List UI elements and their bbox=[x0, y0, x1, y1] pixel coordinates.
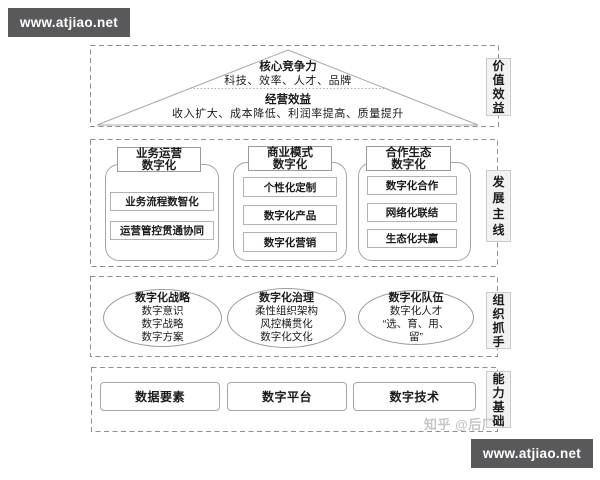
ellipse-line: 柔性组织架构 bbox=[255, 305, 318, 317]
ellipse-title: 数字化队伍 bbox=[388, 291, 444, 304]
column-header-line2: 数字化 bbox=[391, 158, 426, 171]
ellipse-line: 数字方案 bbox=[141, 331, 184, 343]
ellipse-title: 数字化战略 bbox=[135, 292, 190, 304]
ellipse-digital-governance: 数字化治理 柔性组织架构 风控横贯化 数字化文化 bbox=[227, 288, 346, 348]
pyramid-bottom-title: 经营效益 bbox=[265, 94, 311, 106]
zhihu-watermark: 知乎 @后厂 bbox=[424, 417, 496, 432]
ellipse-digital-team: 数字化队伍 数字化人才 “选、育、用、 留” bbox=[358, 290, 474, 345]
column-item: 数字化合作 bbox=[367, 176, 457, 195]
column-business-model-header: 商业模式 数字化 bbox=[248, 146, 332, 171]
column-item: 数字化产品 bbox=[243, 205, 337, 225]
pyramid-top-subtitle: 科技、效率、人才、品牌 bbox=[224, 75, 352, 87]
column-item: 运营管控贯通协同 bbox=[110, 221, 214, 240]
ellipse-line: 数字化文化 bbox=[260, 331, 313, 343]
column-business-operation-container bbox=[105, 164, 219, 261]
capability-box-digital-technology: 数字技术 bbox=[353, 382, 476, 411]
column-header-line1: 业务运营 bbox=[136, 147, 182, 160]
pyramid-outline bbox=[96, 49, 479, 126]
ellipse-digital-strategy: 数字化战略 数字意识 数字战略 数字方案 bbox=[103, 289, 222, 347]
ellipse-line: 数字意识 bbox=[141, 305, 184, 317]
pyramid-top-title: 核心竞争力 bbox=[259, 61, 317, 73]
ellipse-title: 数字化治理 bbox=[259, 292, 314, 304]
ellipse-line: 留” bbox=[409, 330, 423, 343]
capability-box-data-elements: 数据要素 bbox=[100, 382, 220, 411]
column-business-operation-header: 业务运营 数字化 bbox=[117, 147, 201, 172]
column-item: 个性化定制 bbox=[243, 177, 337, 197]
ellipse-line: 数字化人才 bbox=[389, 304, 443, 317]
site-badge-bottom-right: www.atjiao.net bbox=[471, 439, 593, 468]
pyramid-bottom-subtitle: 收入扩大、成本降低、利润率提高、质量提升 bbox=[172, 108, 404, 120]
column-header-line2: 数字化 bbox=[141, 159, 177, 172]
column-header-line1: 商业模式 bbox=[267, 146, 313, 159]
capability-box-digital-platform: 数字平台 bbox=[227, 382, 347, 411]
column-header-line2: 数字化 bbox=[272, 158, 308, 171]
column-item: 业务流程数智化 bbox=[110, 192, 214, 211]
ellipse-line: “选、育、用、 bbox=[382, 317, 450, 330]
side-label-organization: 组织抓手 bbox=[486, 292, 511, 349]
ellipse-line: 数字战略 bbox=[141, 318, 184, 330]
side-label-value: 价值效益 bbox=[486, 58, 511, 116]
column-item: 网络化联结 bbox=[367, 203, 457, 222]
ellipse-line: 风控横贯化 bbox=[260, 318, 313, 330]
side-label-capability: 能力基础 bbox=[486, 371, 511, 428]
column-header-line1: 合作生态 bbox=[385, 146, 432, 159]
column-item: 数字化营销 bbox=[243, 232, 337, 252]
site-badge-top-left: www.atjiao.net bbox=[8, 8, 130, 37]
side-label-development: 发展主线 bbox=[486, 170, 511, 242]
section-value-border bbox=[90, 45, 499, 127]
column-cooperation-ecology-header: 合作生态 数字化 bbox=[366, 146, 451, 171]
column-item: 生态化共赢 bbox=[367, 229, 457, 248]
